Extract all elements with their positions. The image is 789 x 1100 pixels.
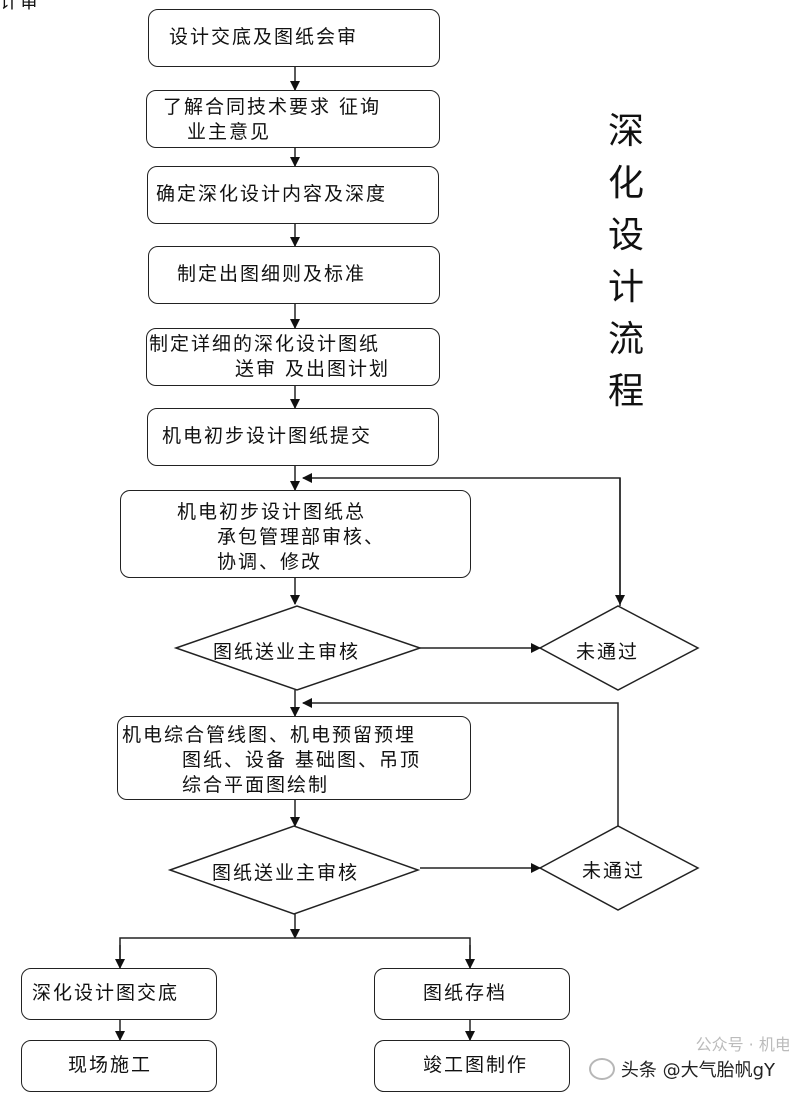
step-drawing-rules: 制定出图细则及标准 (148, 246, 440, 304)
reject-label-2: 未通过 (582, 860, 646, 882)
decision-owner-review-1: 图纸送业主审核 (213, 641, 361, 663)
step-understand-requirements: 了解合同技术要求 征询 业主意见 (146, 90, 440, 148)
reject-1-shape (538, 605, 700, 691)
step-integrated-drawings: 机电综合管线图、机电预留预埋 图纸、设备 基础图、吊顶 综合平面图绘制 (117, 716, 471, 800)
chat-logo-icon (588, 1058, 615, 1080)
top-cut-text: 计审 (0, 0, 40, 13)
reject-label-1: 未通过 (576, 641, 640, 663)
step-gc-review: 机电初步设计图纸总 承包管理部审核、 协调、修改 (120, 490, 471, 578)
decision-2-shape (167, 825, 421, 915)
step-design-handover: 深化设计图交底 (21, 968, 217, 1020)
watermark: 公众号 · 机电人脉 头条 @大气胎帆gY (588, 1035, 789, 1082)
split-line (119, 937, 471, 965)
step-drawing-archive: 图纸存档 (374, 968, 570, 1020)
loop-r2 (302, 698, 619, 828)
step-design-briefing: 设计交底及图纸会审 (148, 9, 440, 67)
step-detailed-plan: 制定详细的深化设计图纸 送审 及出图计划 (146, 328, 440, 386)
diagram-title: 深化设 计流程 (607, 111, 644, 412)
watermark-text: 头条 @大气胎帆gY (620, 1060, 775, 1081)
step-as-built-drawings: 竣工图制作 (374, 1040, 570, 1092)
decision-1-shape (173, 605, 423, 691)
step-site-construction: 现场施工 (21, 1040, 217, 1092)
reject-2-shape (538, 825, 700, 911)
watermark-faint-text: 公众号 · 机电人脉 (695, 1035, 789, 1054)
step-preliminary-submit: 机电初步设计图纸提交 (147, 408, 439, 466)
decision-owner-review-2: 图纸送业主审核 (212, 862, 360, 884)
step-define-scope: 确定深化设计内容及深度 (147, 166, 439, 224)
